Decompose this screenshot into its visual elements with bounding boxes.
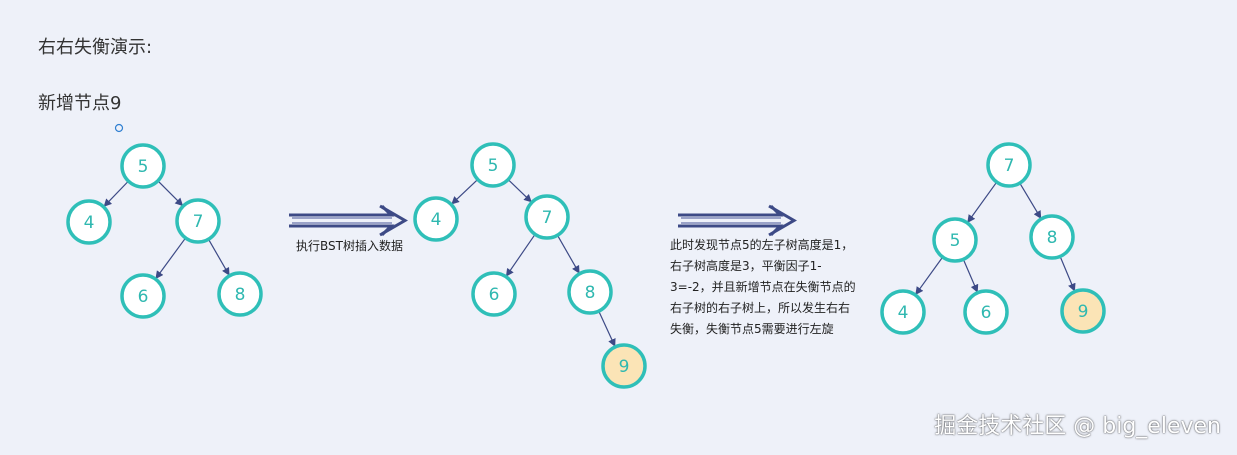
edge-7-to-8 [1019, 182, 1042, 219]
node-circle [567, 269, 613, 315]
tree-node-5: 5 [120, 143, 166, 189]
tree-node-7: 7 [175, 198, 221, 244]
edge-5-to-6 [962, 259, 979, 293]
node-label: 6 [489, 285, 500, 305]
tree-node-8: 8 [217, 271, 263, 317]
tree-node-7: 7 [524, 194, 570, 240]
tree-node-9: 9 [1060, 288, 1106, 334]
node-circle [1029, 214, 1075, 260]
node-circle [120, 273, 166, 319]
nodes-layer: 5 4 7 6 8 5 4 7 6 8 9 7 5 8 4 6 9 [66, 142, 1106, 389]
node-label: 9 [1078, 302, 1089, 322]
tree-node-4: 4 [66, 199, 112, 245]
node-circle [120, 143, 166, 189]
edge-7-to-8 [556, 234, 580, 274]
edge-8-to-9 [1059, 256, 1076, 292]
edge-7-to-8 [207, 238, 230, 276]
tree-node-5: 5 [470, 142, 516, 188]
edge-5-to-7 [157, 180, 184, 207]
node-label: 5 [950, 231, 961, 251]
node-label: 6 [981, 303, 992, 323]
node-label: 4 [431, 210, 442, 230]
tree-node-9: 9 [601, 343, 647, 389]
node-label: 8 [585, 283, 596, 303]
node-circle [471, 271, 517, 317]
edge-7-to-6 [155, 237, 187, 280]
node-circle [413, 196, 459, 242]
tree-node-6: 6 [963, 289, 1009, 335]
node-label: 4 [84, 213, 95, 233]
tree-node-8: 8 [1029, 214, 1075, 260]
tree-node-6: 6 [471, 271, 517, 317]
page-subtitle: 新增节点9 [38, 93, 122, 114]
insert-caption: 执行BST树插入数据 [296, 239, 403, 253]
node-label: 8 [1047, 228, 1058, 248]
node-circle [880, 289, 926, 335]
node-circle [175, 198, 221, 244]
node-label: 7 [1004, 156, 1015, 176]
imbalance-explanation: 此时发现节点5的左子树高度是1，右子树高度是3，平衡因子1-3=-2，并且新增节… [670, 238, 856, 336]
tree-node-4: 4 [880, 289, 926, 335]
node-label: 6 [138, 287, 149, 307]
edge-8-to-9 [598, 310, 616, 347]
node-label: 5 [488, 156, 499, 176]
tree-node-7: 7 [986, 142, 1032, 188]
edge-7-to-6 [505, 233, 536, 277]
node-circle [66, 199, 112, 245]
anchor-dot-icon [114, 123, 124, 133]
node-label: 7 [193, 212, 204, 232]
node-circle [986, 142, 1032, 188]
node-label: 5 [138, 157, 149, 177]
node-label: 9 [619, 357, 630, 377]
node-circle [1060, 288, 1106, 334]
node-circle [524, 194, 570, 240]
double-arrow-icon-1 [289, 204, 408, 237]
edge-5-to-4 [103, 180, 129, 207]
node-circle [932, 217, 978, 263]
double-arrow-icon-2 [678, 204, 797, 237]
tree-node-4: 4 [413, 196, 459, 242]
edge-7-to-5 [967, 181, 998, 223]
node-label: 7 [542, 208, 553, 228]
watermark: 掘金技术社区 @ big_eleven [934, 414, 1221, 439]
node-circle [601, 343, 647, 389]
node-label: 8 [235, 285, 246, 305]
tree-node-6: 6 [120, 273, 166, 319]
page-title: 右右失衡演示: [38, 37, 153, 58]
edge-5-to-4 [915, 256, 944, 295]
node-circle [963, 289, 1009, 335]
tree-node-5: 5 [932, 217, 978, 263]
edges-layer [103, 179, 1076, 347]
edge-5-to-4 [451, 179, 479, 205]
node-circle [217, 271, 263, 317]
node-circle [470, 142, 516, 188]
edge-5-to-7 [507, 179, 532, 203]
tree-node-8: 8 [567, 269, 613, 315]
node-label: 4 [898, 303, 909, 323]
